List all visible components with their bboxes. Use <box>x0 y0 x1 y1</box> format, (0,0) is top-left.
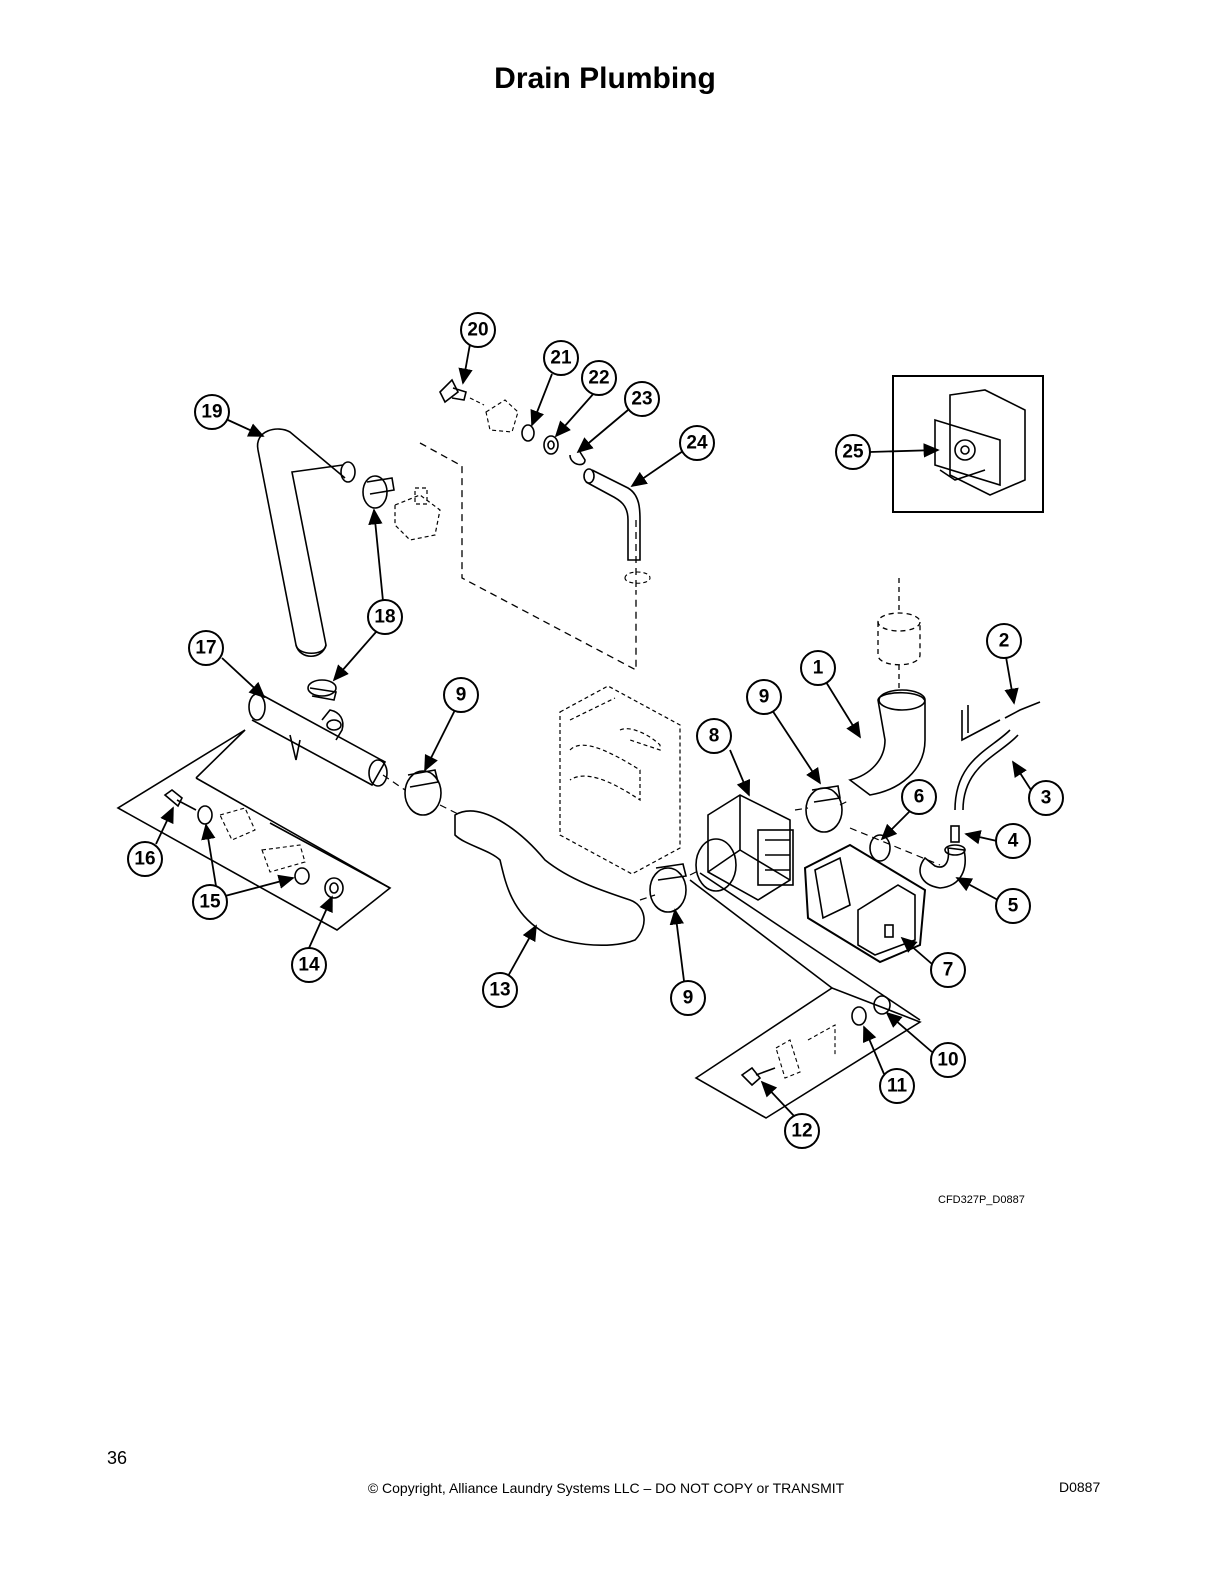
hose-19 <box>256 428 356 658</box>
page-title: Drain Plumbing <box>494 62 716 95</box>
bracket-dashed-right <box>775 1024 836 1079</box>
callout-17: 17 <box>195 638 216 659</box>
nut-22 <box>543 435 559 455</box>
callout-21: 21 <box>550 348 572 369</box>
bracket-dashed-upper <box>469 397 651 584</box>
valve-8 <box>695 794 794 901</box>
callout-22: 22 <box>588 368 609 389</box>
inset-box-25 <box>892 375 1044 513</box>
clamp-9-left <box>404 769 442 816</box>
fitting-4 <box>950 825 960 843</box>
callout-25: 25 <box>842 442 864 463</box>
guide-lines <box>382 774 941 901</box>
callout-5: 5 <box>1008 896 1019 917</box>
module-7-parts <box>814 856 916 956</box>
motor-25 <box>934 389 1026 496</box>
callout-2: 2 <box>999 631 1010 652</box>
hardware-box-left <box>116 729 392 931</box>
callout-18: 18 <box>374 607 395 628</box>
hose-24 <box>583 468 641 561</box>
bracket-dashed-left <box>219 807 306 873</box>
callout-16: 16 <box>134 849 155 870</box>
clamp-18-upper <box>362 475 395 509</box>
elbow-5 <box>919 844 966 889</box>
hose-13 <box>454 810 645 946</box>
nut-14 <box>324 877 344 899</box>
elbow-1 <box>848 689 926 796</box>
module-7 <box>803 843 927 964</box>
document-code: D0887 <box>1059 1479 1101 1495</box>
callout-1: 1 <box>813 658 824 679</box>
leader-arrows <box>155 343 1032 1118</box>
bolt-16 <box>163 788 197 811</box>
callout-3: 3 <box>1041 788 1052 809</box>
callout-circles <box>127 312 1064 1149</box>
callout-12: 12 <box>791 1121 812 1142</box>
callout-14: 14 <box>298 955 320 976</box>
callout-7: 7 <box>943 960 954 981</box>
washer-21 <box>521 424 535 442</box>
nut-10 <box>873 995 891 1015</box>
callout-4: 4 <box>1008 831 1019 852</box>
callout-8: 8 <box>709 726 720 747</box>
washer-11 <box>851 1006 867 1026</box>
screw-20 <box>439 378 467 404</box>
dashed-bracket-upper <box>419 442 637 672</box>
callout-24: 24 <box>686 433 708 454</box>
callout-9: 9 <box>759 687 770 708</box>
figure-code: CFD327P_D0887 <box>938 1194 1025 1206</box>
clamp-9-right <box>805 785 843 833</box>
copyright-notice: © Copyright, Alliance Laundry Systems LL… <box>367 1480 845 1496</box>
hose-3 <box>954 701 1041 811</box>
dashed-pipe-top <box>877 578 921 692</box>
callout-13: 13 <box>489 980 510 1001</box>
callout-15: 15 <box>199 892 221 913</box>
callout-11: 11 <box>887 1076 908 1097</box>
callout-20: 20 <box>467 320 488 341</box>
bolt-12 <box>740 1066 776 1087</box>
page-number: 36 <box>107 1448 128 1468</box>
tee-17 <box>248 693 388 787</box>
bracket-dashed-center <box>559 685 681 875</box>
callout-19: 19 <box>201 402 222 423</box>
callout-6: 6 <box>914 787 925 808</box>
clip-23 <box>569 451 586 466</box>
callout-9: 9 <box>683 988 694 1009</box>
callout-23: 23 <box>631 389 652 410</box>
clamp-6 <box>869 834 891 862</box>
fitting-dashed <box>394 487 441 541</box>
callout-10: 10 <box>937 1050 958 1071</box>
callout-9: 9 <box>456 685 467 706</box>
clamp-18-lower <box>307 679 337 701</box>
clamp-9-lower <box>649 863 687 913</box>
